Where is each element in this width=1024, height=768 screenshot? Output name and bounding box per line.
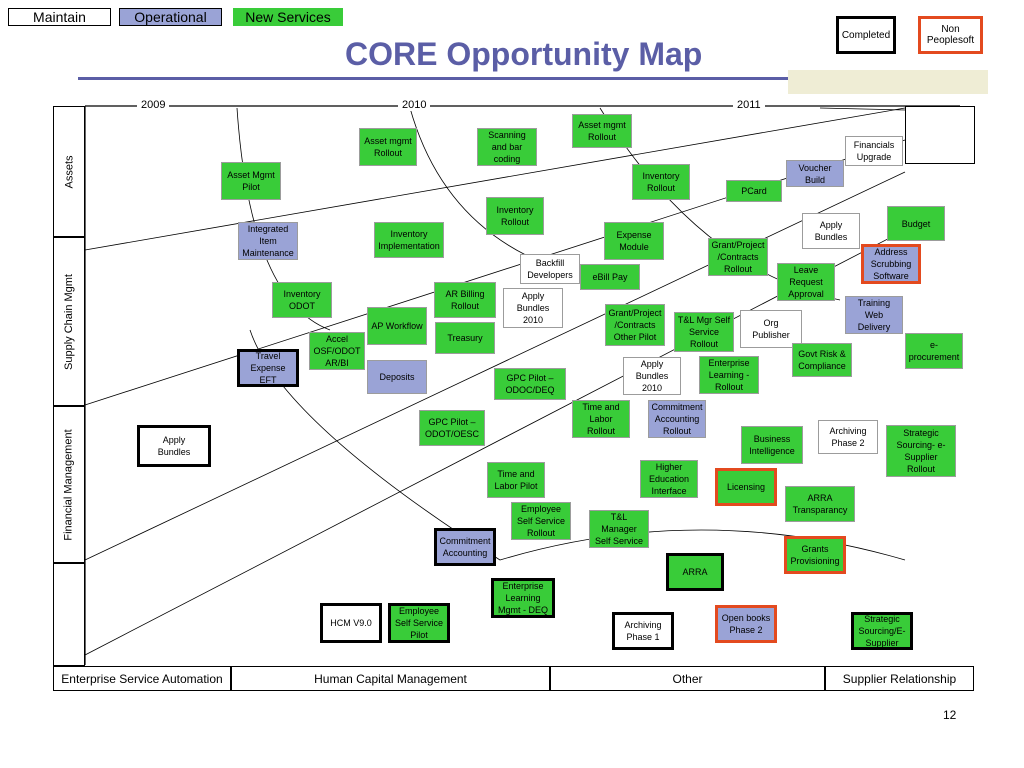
item-deposits: Deposits bbox=[367, 360, 427, 394]
row-label-text: Assets bbox=[63, 154, 76, 189]
item-integrated-item: Integrated Item Maintenance bbox=[238, 222, 298, 260]
item-tl-mgr-self: T&L Mgr Self Service Rollout bbox=[674, 312, 734, 352]
year-label: 2010 bbox=[398, 99, 431, 111]
item-gpc-pilot-odoc: GPC Pilot – ODOC/DEQ bbox=[494, 368, 566, 400]
legend-maintain: Maintain bbox=[8, 8, 111, 26]
origin-box bbox=[905, 106, 975, 164]
category-supplier: Supplier Relationship bbox=[825, 666, 974, 691]
item-treasury: Treasury bbox=[435, 322, 495, 354]
row-label-assets: Assets bbox=[53, 106, 85, 237]
item-expense-module: Expense Module bbox=[604, 222, 664, 260]
key-non-peoplesoft: Non Peoplesoft bbox=[918, 16, 983, 54]
item-apply-bundles-top: Apply Bundles bbox=[802, 213, 860, 249]
item-employee-self-pilot: Employee Self Service Pilot bbox=[388, 603, 450, 643]
item-time-labor-pilot: Time and Labor Pilot bbox=[487, 462, 545, 498]
item-inventory-odot: Inventory ODOT bbox=[272, 282, 332, 318]
item-licensing: Licensing bbox=[715, 468, 777, 506]
item-pcard: PCard bbox=[726, 180, 782, 202]
item-financials-upgrade: Financials Upgrade bbox=[845, 136, 903, 166]
item-gpc-pilot-odot: GPC Pilot – ODOT/OESC bbox=[419, 410, 485, 446]
item-grant-project-rollout: Grant/Project /Contracts Rollout bbox=[708, 238, 768, 276]
item-business-intelligence: Business Intelligence bbox=[741, 426, 803, 464]
item-grants-provisioning: Grants Provisioning bbox=[784, 536, 846, 574]
item-enterprise-learning-deq: Enterprise Learning Mgmt - DEQ bbox=[491, 578, 555, 618]
row-label-empty bbox=[53, 563, 85, 666]
item-tl-manager-self: T&L Manager Self Service bbox=[589, 510, 649, 548]
item-apply-bundles-2010-a: Apply Bundles 2010 bbox=[503, 288, 563, 328]
item-asset-mgmt-rollout-top: Asset mgmt Rollout bbox=[572, 114, 632, 148]
item-budget: Budget bbox=[887, 206, 945, 241]
category-other: Other bbox=[550, 666, 825, 691]
item-govt-risk: Govt Risk & Compliance bbox=[792, 343, 852, 377]
category-hcm: Human Capital Management bbox=[231, 666, 550, 691]
item-asset-mgmt-rollout: Asset mgmt Rollout bbox=[359, 128, 417, 166]
year-label: 2009 bbox=[137, 99, 170, 111]
item-commitment-accounting: Commitment Accounting bbox=[434, 528, 496, 566]
item-arra-transparancy: ARRA Transparancy bbox=[785, 486, 855, 522]
item-asset-mgmt-pilot: Asset Mgmt Pilot bbox=[221, 162, 281, 200]
item-org-publisher: Org Publisher bbox=[740, 310, 802, 348]
item-scanning: Scanning and bar coding bbox=[477, 128, 537, 166]
decor-band bbox=[788, 70, 988, 94]
page-title: CORE Opportunity Map bbox=[345, 36, 703, 72]
item-inventory-rollout-right: Inventory Rollout bbox=[632, 164, 690, 200]
item-apply-bundles-left: Apply Bundles bbox=[137, 425, 211, 467]
item-archiving-phase1: Archiving Phase 1 bbox=[612, 612, 674, 650]
item-travel-expense: Travel Expense EFT bbox=[237, 349, 299, 387]
category-esa: Enterprise Service Automation bbox=[53, 666, 231, 691]
item-commitment-rollout: Commitment Accounting Rollout bbox=[648, 400, 706, 438]
legend-operational: Operational bbox=[119, 8, 222, 26]
page-number: 12 bbox=[943, 708, 957, 722]
row-label-text: Supply Chain Mgmt bbox=[63, 273, 75, 370]
item-apply-bundles-2010-b: Apply Bundles 2010 bbox=[623, 357, 681, 395]
item-strategic-sourcing-supplier: Strategic Sourcing/E- Supplier bbox=[851, 612, 913, 650]
item-ap-workflow: AP Workflow bbox=[367, 307, 427, 345]
item-employee-self-rollout: Employee Self Service Rollout bbox=[511, 502, 571, 540]
item-ebill: eBill Pay bbox=[580, 264, 640, 290]
legend-new-services: New Services bbox=[233, 8, 343, 26]
item-arra: ARRA bbox=[666, 553, 724, 591]
item-address-scrubbing: Address Scrubbing Software bbox=[861, 244, 921, 284]
item-accel-osf: Accel OSF/ODOT AR/BI bbox=[309, 332, 365, 370]
item-training-web: Training Web Delivery bbox=[845, 296, 903, 334]
title-rule bbox=[78, 77, 788, 80]
item-backfill: Backfill Developers bbox=[520, 254, 580, 284]
item-higher-education: Higher Education Interface bbox=[640, 460, 698, 498]
item-ar-billing: AR Billing Rollout bbox=[434, 282, 496, 318]
row-label-text: Financial Management bbox=[63, 428, 76, 541]
year-label: 2011 bbox=[733, 99, 765, 111]
row-label-financial: Financial Management bbox=[53, 406, 85, 563]
key-completed: Completed bbox=[836, 16, 896, 54]
item-grant-project-pilot: Grant/Project /Contracts Other Pilot bbox=[605, 304, 665, 346]
item-inventory-implementation: Inventory Implementation bbox=[374, 222, 444, 258]
item-hcm-v9: HCM V9.0 bbox=[320, 603, 382, 643]
item-leave-request: Leave Request Approval bbox=[777, 263, 835, 301]
item-voucher-build: Voucher Build bbox=[786, 160, 844, 187]
row-label-supply-chain: Supply Chain Mgmt bbox=[53, 237, 85, 406]
item-archiving-phase2: Archiving Phase 2 bbox=[818, 420, 878, 454]
item-time-labor-rollout: Time and Labor Rollout bbox=[572, 400, 630, 438]
item-open-books: Open books Phase 2 bbox=[715, 605, 777, 643]
item-enterprise-learning-rollout: Enterprise Learning - Rollout bbox=[699, 356, 759, 394]
item-inventory-rollout-mid: Inventory Rollout bbox=[486, 197, 544, 235]
item-strategic-sourcing-rollout: Strategic Sourcing- e- Supplier Rollout bbox=[886, 425, 956, 477]
item-e-procurement: e- procurement bbox=[905, 333, 963, 369]
